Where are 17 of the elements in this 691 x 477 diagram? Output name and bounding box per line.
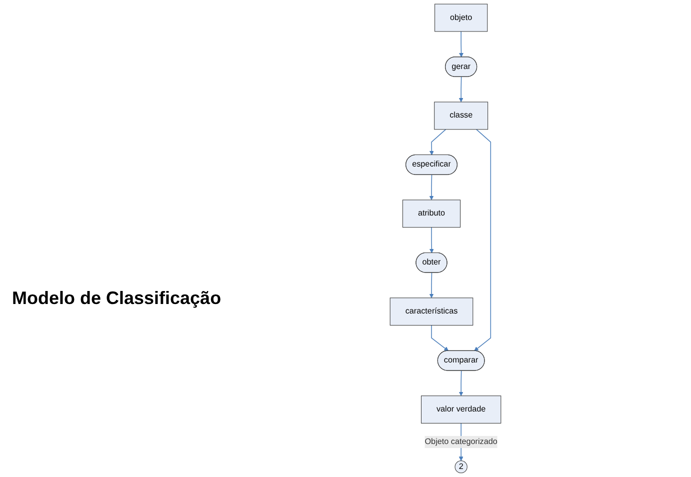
arrow — [429, 174, 434, 200]
diagram-title: Modelo de Classificação — [12, 288, 222, 309]
node-box: atributo — [402, 200, 461, 228]
node-box: classe — [434, 102, 488, 130]
arrow — [431, 324, 449, 352]
node-box: valor verdade — [421, 396, 502, 424]
arrow — [429, 226, 434, 254]
node-circle: 2 — [454, 460, 468, 474]
arrow — [458, 76, 464, 102]
arrow — [458, 370, 464, 396]
arrow — [429, 129, 446, 156]
node-box: objeto — [434, 4, 488, 32]
edge-label: Objeto categorizado — [424, 437, 498, 446]
arrow — [429, 272, 434, 298]
node-box: características — [390, 298, 474, 326]
arrow — [474, 129, 492, 352]
arrow — [459, 31, 464, 58]
